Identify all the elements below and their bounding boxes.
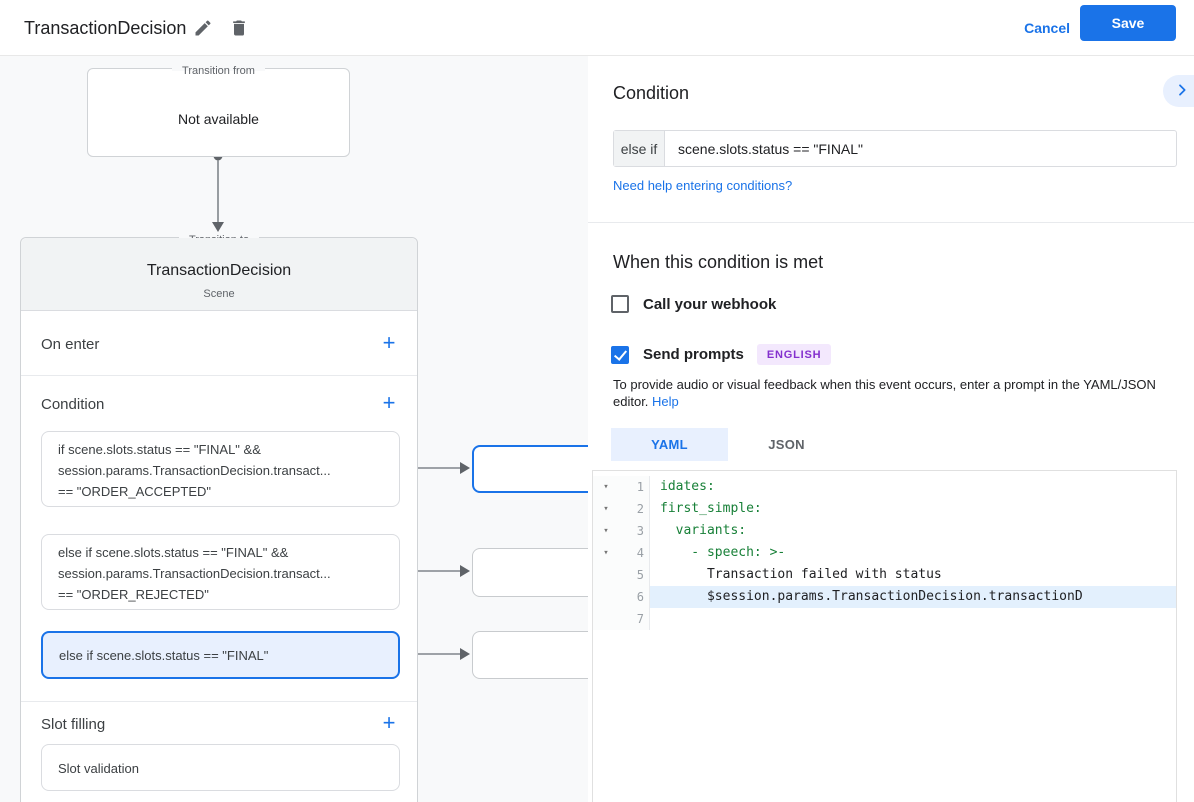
condition-card-2[interactable]: else if scene.slots.status == "FINAL" &&… — [41, 534, 400, 610]
language-badge: ENGLISH — [756, 344, 832, 365]
send-prompts-checkbox[interactable] — [611, 345, 629, 364]
page-title: TransactionDecision — [24, 17, 187, 38]
scene-header: TransactionDecision Scene — [21, 238, 417, 311]
fold-toggle-icon[interactable]: ▾ — [593, 542, 619, 564]
code-line-2: ▾ 2 first_simple: — [593, 498, 1176, 520]
transition-target-box-1[interactable] — [472, 445, 588, 493]
line-number: 2 — [619, 498, 650, 520]
transition-from-box: Transition from Not available — [87, 65, 350, 157]
transition-to-card: Transition to TransactionDecision Scene … — [20, 234, 418, 802]
fold-toggle-icon[interactable]: ▾ — [593, 476, 619, 498]
line-number: 3 — [619, 520, 650, 542]
condition-card-3-selected[interactable]: else if scene.slots.status == "FINAL" — [41, 631, 400, 679]
fold-toggle-icon[interactable]: ▾ — [593, 498, 619, 520]
line-number: 1 — [619, 476, 650, 498]
condition-text: == "ORDER_ACCEPTED" — [58, 484, 211, 499]
condition-expression-input[interactable] — [665, 131, 1176, 166]
help-link[interactable]: Help — [652, 394, 679, 409]
yaml-code-editor[interactable]: ▾ 1 idates: ▾ 2 first_simple: ▾ 3 varian… — [592, 470, 1177, 802]
slot-filling-label: Slot filling — [41, 716, 106, 733]
fold-toggle-icon — [593, 564, 619, 586]
panel-heading: Condition — [613, 83, 690, 103]
editor-tabs: YAML JSON — [611, 428, 845, 461]
tab-yaml[interactable]: YAML — [611, 428, 728, 461]
call-webhook-checkbox[interactable] — [611, 295, 629, 313]
slot-validation-label: Slot validation — [58, 761, 139, 776]
condition-prefix-label: else if — [614, 131, 665, 166]
fold-toggle-icon — [593, 586, 619, 608]
add-on-enter-button[interactable]: + — [375, 329, 403, 357]
code-line-3: ▾ 3 variants: — [593, 520, 1176, 542]
condition-help-link[interactable]: Need help entering conditions? — [613, 178, 793, 193]
when-condition-heading: When this condition is met — [613, 252, 824, 272]
transition-target-box-2[interactable] — [472, 548, 588, 597]
cancel-button[interactable]: Cancel — [1024, 0, 1070, 56]
section-divider — [21, 701, 417, 702]
save-button[interactable]: Save — [1080, 5, 1176, 41]
transition-target-box-3[interactable] — [472, 631, 588, 679]
plus-icon: + — [382, 390, 396, 415]
top-bar: TransactionDecision Cancel Save — [0, 0, 1194, 56]
line-number: 5 — [619, 564, 650, 586]
prompt-helper-text: To provide audio or visual feedback when… — [613, 376, 1191, 410]
fold-toggle-icon — [593, 608, 619, 630]
add-slot-button[interactable]: + — [375, 709, 403, 737]
send-prompts-row: Send prompts ENGLISH — [611, 344, 832, 365]
line-number: 6 — [619, 586, 650, 608]
on-enter-label: On enter — [41, 336, 100, 353]
condition-text: else if scene.slots.status == "FINAL" && — [58, 545, 289, 560]
condition-text: else if scene.slots.status == "FINAL" — [59, 648, 269, 663]
edit-scene-button[interactable] — [190, 16, 216, 42]
section-divider — [21, 375, 417, 376]
condition-section-label: Condition — [41, 396, 105, 413]
trash-icon — [229, 18, 249, 41]
code-line-4: ▾ 4 - speech: >- — [593, 542, 1176, 564]
transition-from-value: Not available — [178, 111, 259, 127]
code-line-6-active: 6 $session.params.TransactionDecision.tr… — [593, 586, 1176, 608]
tab-json[interactable]: JSON — [728, 428, 845, 461]
line-number: 4 — [619, 542, 650, 564]
slot-validation-card[interactable]: Slot validation — [41, 744, 400, 791]
chevron-right-icon — [1174, 82, 1190, 101]
condition-text: == "ORDER_REJECTED" — [58, 587, 209, 602]
plus-icon: + — [382, 330, 396, 355]
helper-text: To provide audio or visual feedback when… — [613, 377, 1156, 409]
condition-text: if scene.slots.status == "FINAL" && — [58, 442, 261, 457]
code-line-5: 5 Transaction failed with status — [593, 564, 1176, 586]
pencil-icon — [193, 18, 213, 41]
add-condition-button[interactable]: + — [375, 389, 403, 417]
code-line-7: 7 — [593, 608, 1176, 630]
scene-type-label: Scene — [203, 288, 235, 300]
webhook-row: Call your webhook — [611, 295, 776, 313]
send-prompts-label: Send prompts — [643, 346, 744, 363]
fold-toggle-icon[interactable]: ▾ — [593, 520, 619, 542]
condition-text: session.params.TransactionDecision.trans… — [58, 463, 331, 478]
line-number: 7 — [619, 608, 650, 630]
scene-name: TransactionDecision — [146, 262, 292, 279]
flow-canvas: Transition from Not available Transition… — [0, 56, 588, 802]
code-line-1: ▾ 1 idates: — [593, 476, 1176, 498]
connector-from-to — [212, 151, 224, 232]
collapse-panel-button[interactable] — [1163, 75, 1194, 107]
condition-text: session.params.TransactionDecision.trans… — [58, 566, 331, 581]
condition-detail-panel: Condition else if Need help entering con… — [588, 56, 1194, 802]
call-webhook-label: Call your webhook — [643, 295, 777, 313]
plus-icon: + — [382, 710, 396, 735]
panel-divider — [588, 222, 1194, 223]
delete-scene-button[interactable] — [226, 16, 252, 42]
condition-expression-row: else if — [613, 130, 1177, 167]
condition-card-1[interactable]: if scene.slots.status == "FINAL" && sess… — [41, 431, 400, 507]
